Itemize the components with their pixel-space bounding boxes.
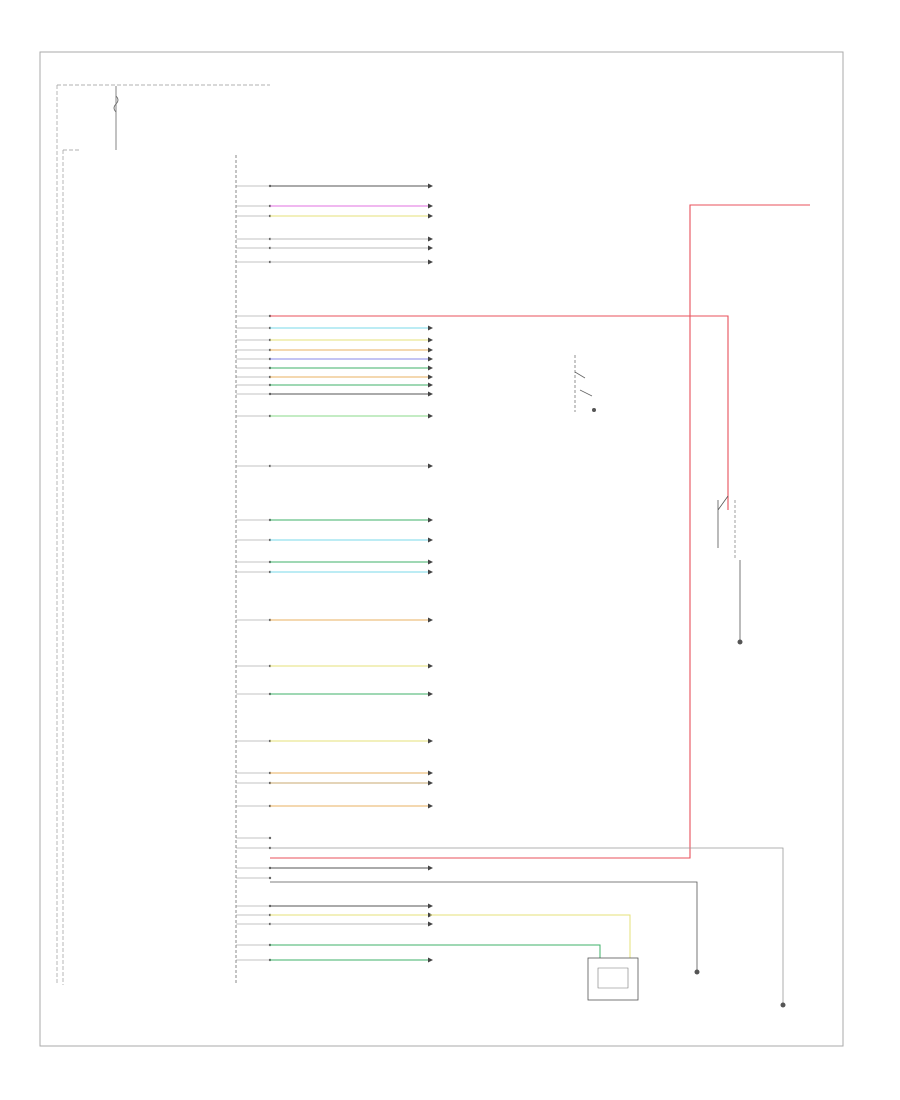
wire-arrow bbox=[428, 245, 433, 251]
red-feed-line bbox=[270, 204, 810, 859]
wire-arrow bbox=[428, 770, 433, 776]
wire-arrow bbox=[428, 803, 433, 809]
wire-arrow bbox=[428, 517, 433, 523]
wire-arrow bbox=[428, 921, 433, 927]
wire-arrow bbox=[428, 663, 433, 669]
fuse-symbol bbox=[113, 95, 119, 113]
wire-arrow bbox=[428, 259, 433, 265]
splice-switch bbox=[574, 371, 593, 397]
wire-arrow bbox=[428, 903, 433, 909]
wire-arrow bbox=[428, 691, 433, 697]
wire-group bbox=[236, 183, 433, 963]
red-wire-to-switch bbox=[270, 315, 729, 510]
wire-arrow bbox=[428, 374, 433, 380]
wire-arrow bbox=[428, 337, 433, 343]
wire-arrow bbox=[428, 213, 433, 219]
dark-return-line bbox=[270, 881, 698, 970]
connector-pin bbox=[268, 836, 272, 840]
wire-arrow bbox=[428, 325, 433, 331]
wire-arrow bbox=[428, 537, 433, 543]
sensor-switch bbox=[717, 495, 729, 548]
current-sensor-inner bbox=[597, 967, 629, 989]
splice-ground-dot bbox=[592, 408, 596, 412]
wire-arrow bbox=[428, 391, 433, 397]
wire-arrow bbox=[428, 413, 433, 419]
wire-arrow bbox=[428, 569, 433, 575]
wire-arrow bbox=[428, 183, 433, 189]
wire-arrow bbox=[428, 957, 433, 963]
wire-arrow bbox=[428, 617, 433, 623]
green-to-sensor bbox=[270, 944, 601, 958]
wire-arrow bbox=[428, 236, 433, 242]
wire-arrow bbox=[428, 203, 433, 209]
wire-arrow bbox=[428, 365, 433, 371]
grey-return-line bbox=[270, 847, 784, 1003]
wire-arrow bbox=[428, 463, 433, 469]
connector-pin bbox=[268, 876, 272, 880]
ground-symbol-2 bbox=[780, 1002, 786, 1008]
wire-arrow bbox=[428, 865, 433, 871]
wire-arrow bbox=[428, 382, 433, 388]
wire-arrow bbox=[428, 559, 433, 565]
wire-arrow bbox=[428, 780, 433, 786]
wire-arrow bbox=[428, 347, 433, 353]
ground-symbol-1 bbox=[737, 639, 743, 645]
yellow-to-sensor bbox=[430, 914, 631, 958]
ground-symbol-3 bbox=[694, 969, 700, 975]
diagram-frame bbox=[39, 51, 844, 1047]
wire-arrow bbox=[428, 356, 433, 362]
wire-arrow bbox=[428, 738, 433, 744]
current-sensor-box bbox=[587, 957, 639, 1001]
